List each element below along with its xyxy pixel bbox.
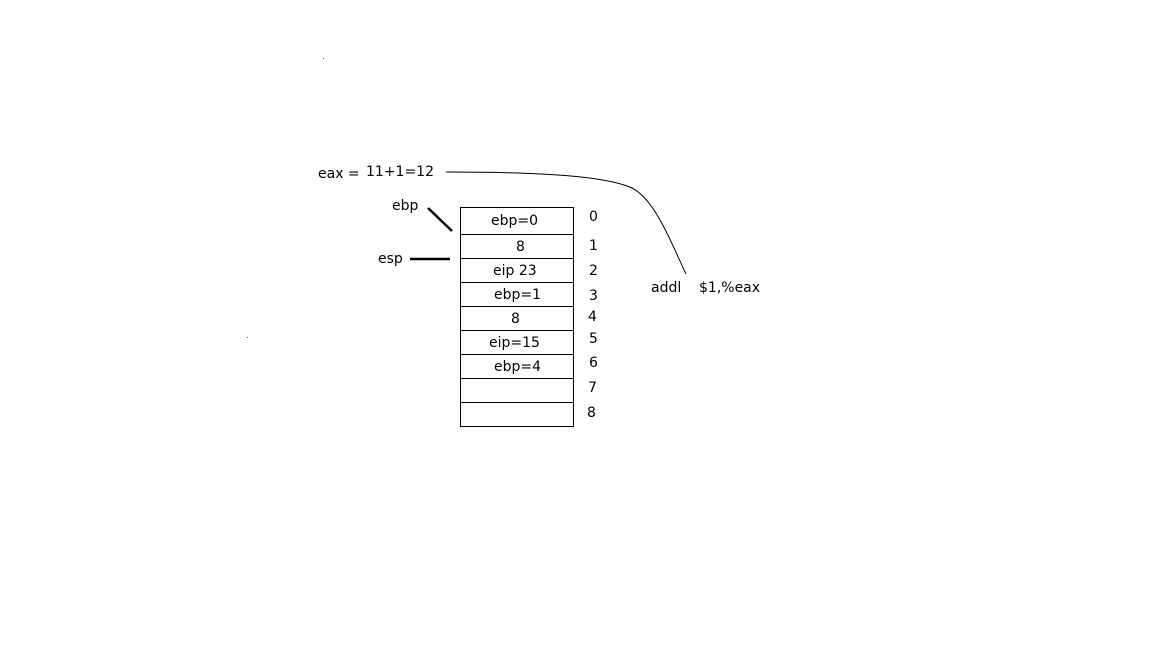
stack-cell: eip=15 [461, 331, 573, 355]
stack-cell-value: ebp=1 [494, 286, 542, 303]
instruction-operands: $1,%eax [699, 280, 761, 296]
stack-index: 5 [589, 331, 598, 347]
eax-value: 11+1=12 [366, 164, 434, 180]
stack-cell-value: eip 23 [493, 262, 537, 279]
stack-index: 3 [589, 288, 598, 304]
stack-cell: 8 [461, 235, 573, 259]
stack-index: 8 [587, 405, 596, 421]
esp-label: esp [378, 251, 403, 267]
stack-index: 0 [589, 209, 598, 225]
instruction-opcode: addl [651, 280, 682, 296]
stack-index: 4 [588, 309, 597, 325]
stack-cell: ebp=1 [461, 283, 573, 307]
stack-index: 2 [589, 263, 598, 279]
stray-dot [323, 58, 324, 59]
stack-cell: eip 23 [461, 259, 573, 283]
stack-table: ebp=0 8 eip 23 ebp=1 8 eip=15 ebp=4 [460, 207, 574, 427]
stack-cell-value: ebp=4 [494, 358, 542, 375]
ebp-label: ebp [392, 198, 419, 214]
stack-index: 7 [588, 380, 597, 396]
stack-cell: ebp=0 [461, 208, 573, 235]
stack-cell [461, 403, 573, 427]
ebp-pointer-line [427, 207, 453, 232]
stack-index: 1 [589, 238, 598, 254]
stack-cell-value: 8 [511, 310, 520, 327]
stack-cell: ebp=4 [461, 355, 573, 379]
eax-to-instruction-curve [445, 171, 687, 275]
stack-cell-value: ebp=0 [491, 213, 539, 229]
stack-index: 6 [589, 355, 598, 371]
stack-cell [461, 379, 573, 403]
stack-cell: 8 [461, 307, 573, 331]
stack-cell-value: 8 [516, 238, 525, 255]
stack-cell-value: eip=15 [489, 334, 540, 351]
eax-label: eax = [318, 166, 360, 182]
stray-dot [247, 337, 248, 338]
